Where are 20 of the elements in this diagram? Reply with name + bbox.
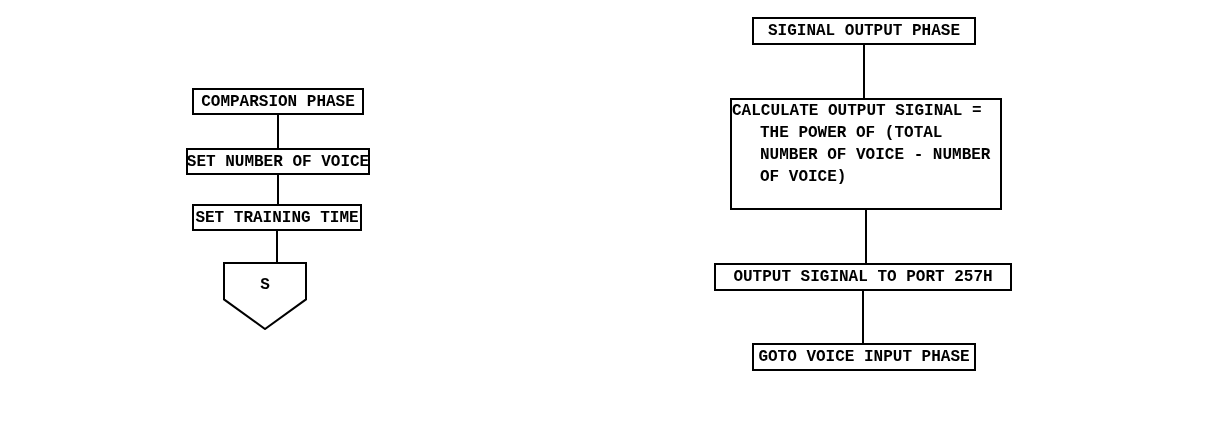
process-box bbox=[714, 263, 1012, 291]
connector-line bbox=[865, 209, 867, 264]
box-label: S bbox=[260, 276, 270, 294]
offpage-connector bbox=[223, 262, 307, 330]
box-label: OUTPUT SIGINAL TO PORT 257H bbox=[733, 268, 993, 286]
connector-line bbox=[276, 230, 278, 263]
process-box bbox=[192, 88, 364, 115]
process-box bbox=[752, 343, 976, 371]
connector-line bbox=[277, 174, 279, 205]
box-label: SIGINAL OUTPUT PHASE bbox=[768, 22, 960, 40]
connector-line bbox=[277, 114, 279, 149]
box-label: CALCULATE OUTPUT SIGINAL = THE POWER OF (TOTAL NUMBER OF VOICE - NUMBER OF VOICE) bbox=[732, 101, 992, 188]
box-label: SET NUMBER OF VOICE bbox=[186, 152, 370, 171]
box-label: SET TRAINING TIME bbox=[195, 208, 359, 227]
connector-line bbox=[863, 44, 865, 99]
process-box bbox=[730, 98, 1002, 210]
process-box bbox=[752, 17, 976, 45]
box-label: COMPARSION PHASE bbox=[201, 92, 355, 111]
connector-line bbox=[862, 290, 864, 344]
box-label: GOTO VOICE INPUT PHASE bbox=[758, 348, 970, 366]
